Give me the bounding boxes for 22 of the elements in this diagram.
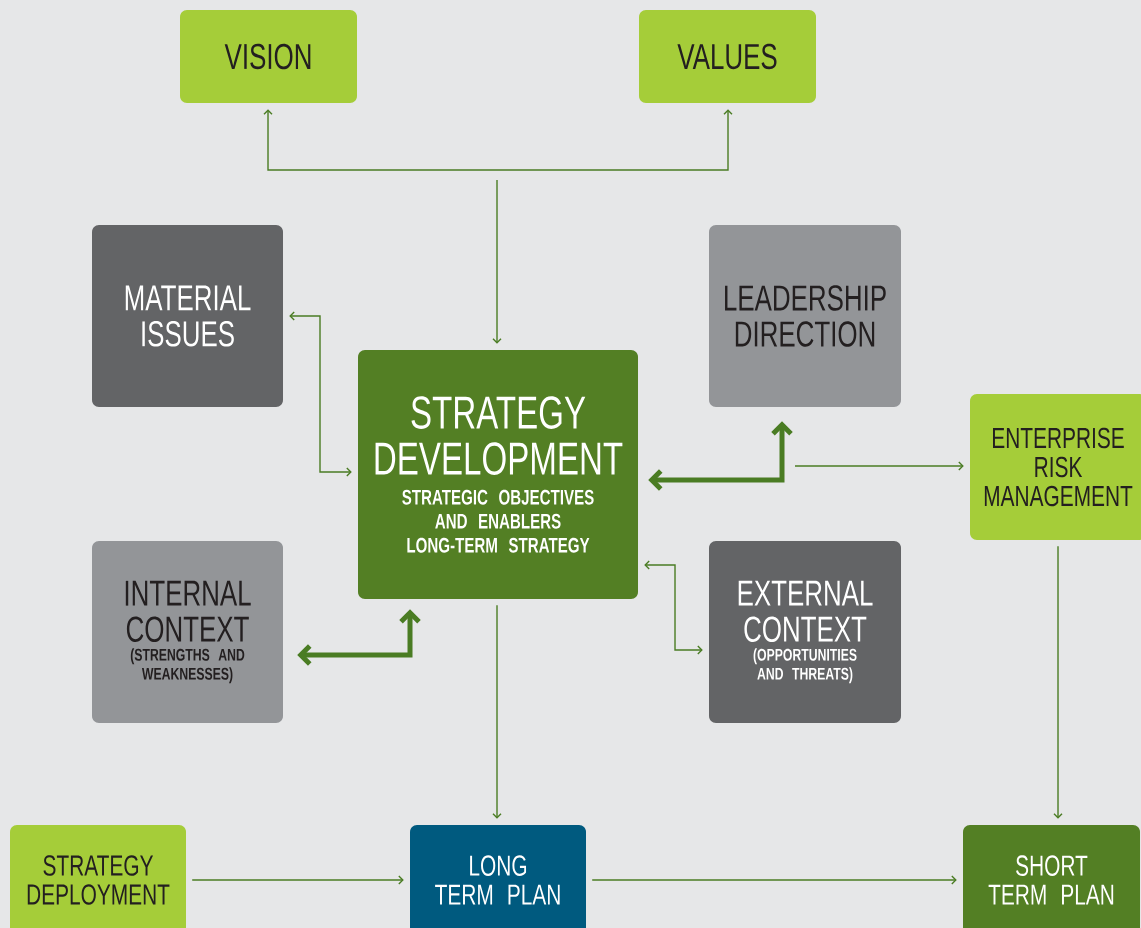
process-box: VISION bbox=[180, 10, 357, 103]
process-box: SHORT TERM PLAN bbox=[963, 825, 1140, 928]
arrow bbox=[492, 604, 502, 819]
process-box: EXTERNAL CONTEXT (OPPORTUNITIES AND THREATS) bbox=[709, 541, 901, 723]
process-box: LONG TERM PLAN bbox=[410, 825, 586, 928]
arrow bbox=[644, 560, 703, 655]
arrow bbox=[492, 179, 502, 344]
arrow bbox=[191, 875, 404, 885]
process-box: MATERIAL ISSUES bbox=[92, 225, 283, 407]
process-box: ENTERPRISE RISK MANAGEMENT bbox=[970, 394, 1141, 540]
process-box: LEADERSHIP DIRECTION bbox=[709, 225, 901, 407]
process-box: VALUES bbox=[639, 10, 816, 103]
process-box: INTERNAL CONTEXT (STRENGTHS AND WEAKNESSES) bbox=[92, 541, 283, 723]
arrow bbox=[648, 421, 793, 491]
arrow bbox=[297, 609, 421, 666]
process-box: STRATEGY DEVELOPMENT STRATEGIC OBJECTIVES AND ENABLERS LONG-TERM STRATEGY bbox=[358, 350, 638, 599]
arrow bbox=[1053, 545, 1063, 819]
arrow bbox=[263, 109, 733, 171]
arrow bbox=[794, 461, 964, 471]
process-box: STRATEGY DEPLOYMENT bbox=[10, 825, 186, 928]
arrow bbox=[289, 311, 352, 477]
arrow bbox=[591, 875, 957, 885]
